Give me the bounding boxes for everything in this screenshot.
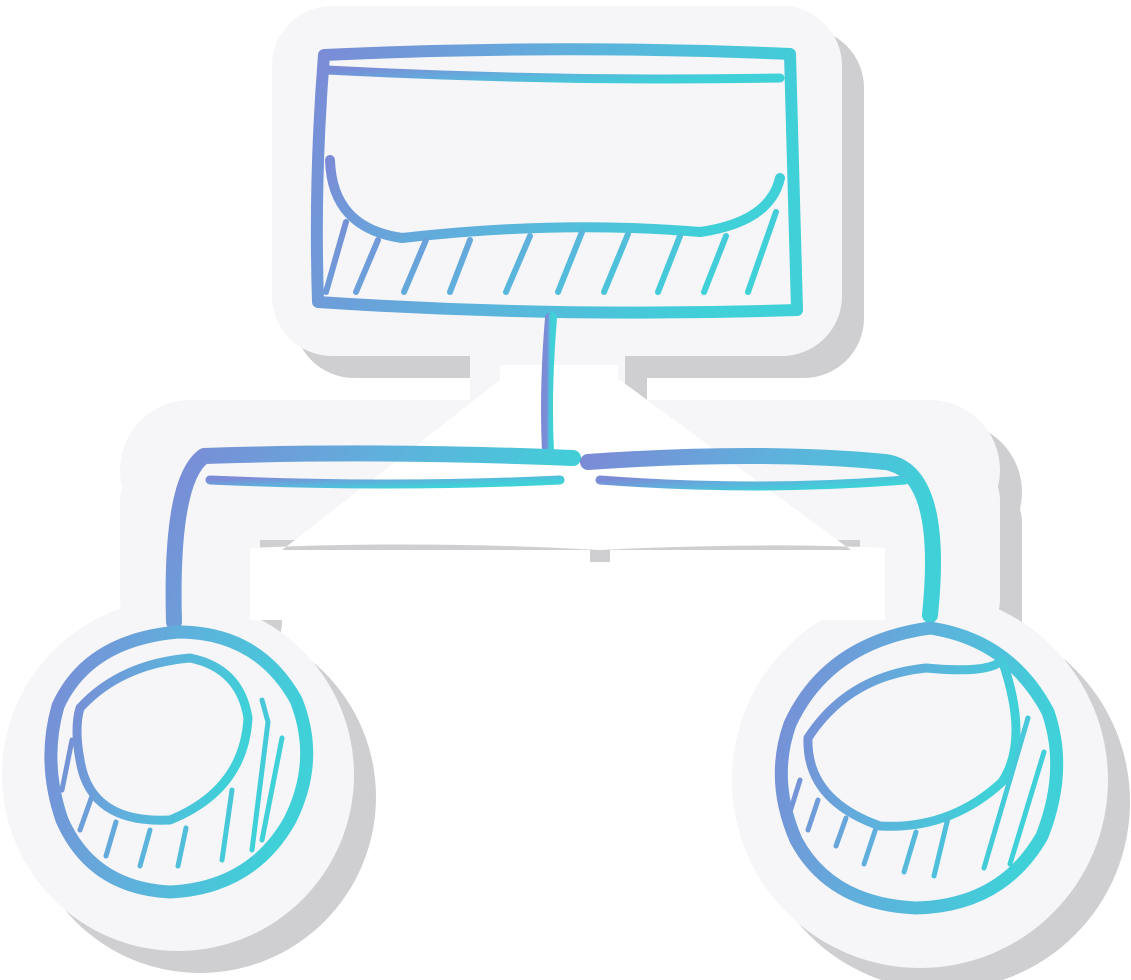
root-node-box — [310, 43, 803, 319]
connector-lines — [165, 312, 941, 630]
sticker-base — [2, 6, 1108, 968]
left-child-node — [44, 625, 314, 899]
sticker-gap — [250, 365, 885, 620]
right-child-node — [774, 621, 1064, 915]
hierarchy-icon — [44, 43, 1064, 915]
